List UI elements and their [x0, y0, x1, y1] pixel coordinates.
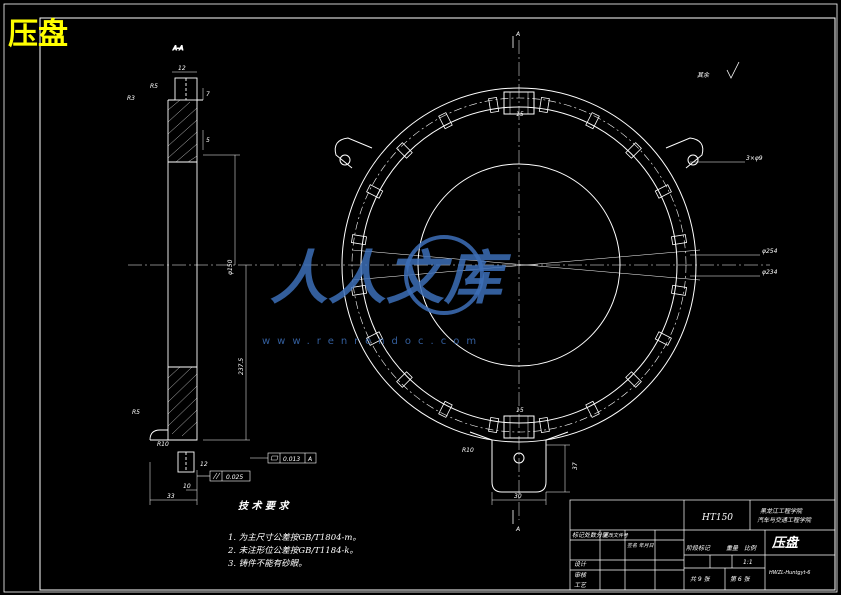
title-block — [569, 499, 836, 591]
tb-weight: 重量 — [726, 545, 739, 552]
dim-dia150: φ150 — [227, 259, 234, 275]
watermark-text: 人人文库 — [270, 244, 512, 312]
ring-slot — [538, 96, 550, 113]
requirement-1: 1. 为主尺寸公差按GB/T1804-m。 — [228, 532, 361, 543]
tb-school-2: 汽车与交通工程学院 — [757, 516, 812, 524]
tb-scale: 比例 — [744, 544, 757, 552]
dim-r10-section: R10 — [157, 441, 169, 448]
tb-row-process: 工艺 — [574, 581, 587, 589]
parallel-tolerance — [197, 470, 251, 482]
ring-slot — [350, 284, 367, 296]
dim-237-5: 237.5 — [238, 358, 245, 375]
dim-15-top: 15 — [516, 111, 524, 118]
tb-part-name: 压盘 — [771, 535, 800, 551]
drawing-frame — [3, 3, 838, 593]
ring-slot — [396, 142, 413, 159]
flatness-datum: A — [307, 456, 312, 463]
tb-drawing-no: HWZL-Huntgyt-6 — [769, 570, 810, 576]
ring-slot — [350, 234, 367, 246]
ring-slot — [654, 184, 672, 199]
ring-slot — [396, 371, 413, 388]
dim-15-bottom: 15 — [516, 407, 524, 414]
ring-slot — [625, 371, 642, 388]
dim-12-bottom: 12 — [200, 461, 208, 468]
tb-scale-value: 1:1 — [743, 559, 753, 566]
dim-r5-bottom: R5 — [132, 409, 140, 416]
roughness-icon — [726, 61, 740, 79]
tb-change-doc: 更改文件号 — [603, 532, 629, 539]
ring-slot — [671, 234, 688, 246]
dim-12: 12 — [178, 65, 186, 72]
requirement-3: 3. 铸件不能有砂眼。 — [228, 558, 307, 569]
tb-row-mark: 标记处数分区 — [572, 531, 609, 539]
dim-5: 5 — [206, 137, 210, 144]
ring-slot — [538, 417, 550, 434]
dim-37: 37 — [572, 462, 579, 470]
dim-r10-lug: R10 — [462, 447, 474, 454]
view-label-bottom: A — [515, 526, 520, 533]
tb-row-review: 审核 — [574, 571, 587, 579]
dim-r3: R3 — [127, 95, 135, 102]
dim-dia234: φ234 — [762, 269, 778, 276]
ring-slot — [654, 331, 672, 346]
tb-school-1: 黑龙江工程学院 — [760, 507, 803, 515]
ring-slot — [488, 96, 500, 113]
sheet-title: 压盘 — [8, 17, 68, 52]
ring-slot — [585, 400, 600, 418]
dim-7: 7 — [206, 91, 210, 98]
roughness-note: 其余 — [697, 71, 710, 79]
section-label: A-A — [172, 45, 183, 52]
section-view: A-A — [149, 45, 250, 505]
ring-slot — [366, 184, 384, 199]
dim-10: 10 — [183, 483, 191, 490]
dim-r5-top: R5 — [150, 83, 158, 90]
ring-slot — [625, 142, 642, 159]
ring-slots — [350, 96, 688, 434]
tb-row-design: 设计 — [574, 560, 587, 568]
view-label-top: A — [515, 31, 520, 38]
front-view — [334, 36, 760, 524]
requirements-heading: 技 术 要 求 — [238, 500, 290, 512]
ring-slot — [366, 331, 384, 346]
watermark: 人人文库 www.renrendoc.com — [262, 235, 512, 347]
tb-sheet-no: 第 6 张 — [730, 575, 751, 583]
dim-30: 30 — [514, 493, 522, 500]
dim-holes: 3×φ9 — [746, 155, 763, 162]
dim-dia254: φ254 — [762, 248, 778, 255]
tb-sheet-total: 共 9 张 — [690, 576, 711, 583]
requirement-2: 2. 未注形位公差按GB/T1184-k。 — [227, 545, 358, 556]
ring-slot — [585, 112, 600, 130]
tb-material: HT150 — [701, 513, 733, 523]
tb-sign-date: 签名 年月日 — [627, 542, 655, 549]
tb-stage: 阶段标记 — [686, 544, 711, 552]
ring-slot — [671, 284, 688, 296]
flatness-tolerance — [250, 452, 317, 464]
parallel-value: 0.025 — [226, 474, 243, 481]
ring-slot — [488, 417, 500, 434]
ring-slot — [438, 400, 453, 418]
inner-border — [39, 17, 836, 591]
watermark-url: www.renrendoc.com — [262, 336, 483, 347]
ring-slot — [438, 112, 453, 130]
flatness-value: 0.013 — [283, 456, 300, 463]
dim-33: 33 — [167, 493, 175, 500]
